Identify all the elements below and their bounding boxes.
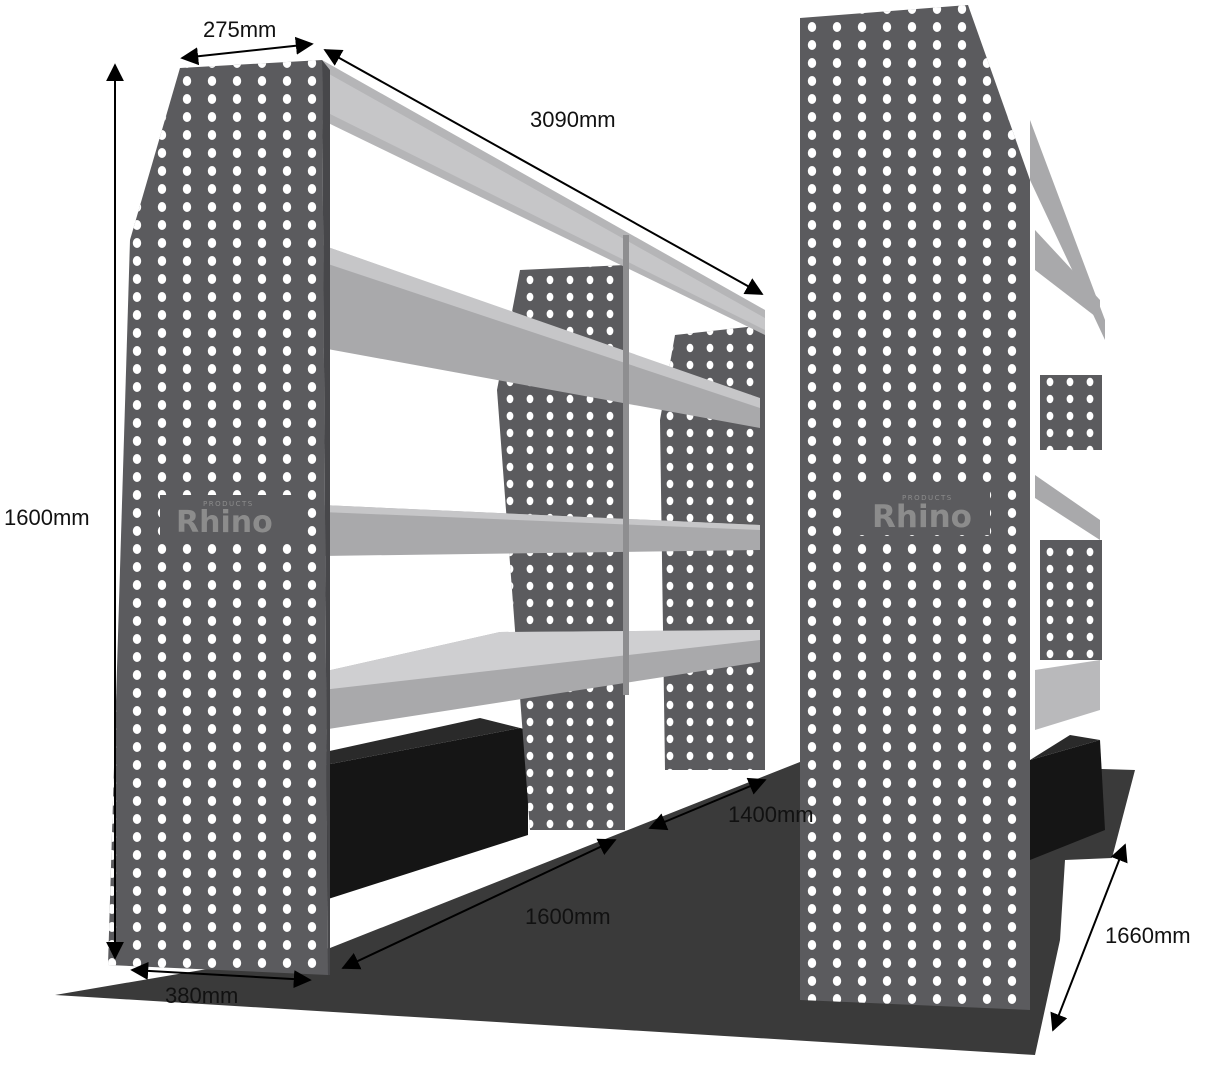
- left-wheel-arch-box: [325, 718, 528, 900]
- arrow-floor-length: [341, 838, 617, 970]
- label-depth-bottom: 380mm: [165, 983, 238, 1008]
- arrow-length-top: [323, 49, 764, 295]
- label-floor-width: 1660mm: [1105, 923, 1191, 948]
- svg-text:PRODUCTS: PRODUCTS: [902, 494, 953, 502]
- arrow-floor-width: [1050, 843, 1128, 1032]
- label-height: 1600mm: [4, 505, 90, 530]
- svg-text:Rhino: Rhino: [176, 505, 273, 540]
- dimension-arrows: [106, 36, 1128, 1032]
- right-run-shelves: [1030, 120, 1105, 730]
- label-floor-length: 1600mm: [525, 904, 611, 929]
- right-near-end-panel: [800, 5, 1030, 1010]
- arrow-depth-bottom: [130, 961, 312, 989]
- label-gap: 1400mm: [728, 802, 814, 827]
- label-depth-top: 275mm: [203, 17, 276, 42]
- left-brand-logo: PRODUCTS Rhino: [176, 500, 273, 540]
- arrow-gap: [648, 777, 767, 831]
- right-brand-logo: PRODUCTS Rhino: [872, 494, 972, 535]
- arrow-depth-top: [180, 36, 314, 66]
- svg-text:PRODUCTS: PRODUCTS: [203, 500, 254, 508]
- label-length-top: 3090mm: [530, 107, 616, 132]
- right-wheel-arch-box: [1030, 735, 1105, 860]
- svg-text:Rhino: Rhino: [872, 499, 972, 535]
